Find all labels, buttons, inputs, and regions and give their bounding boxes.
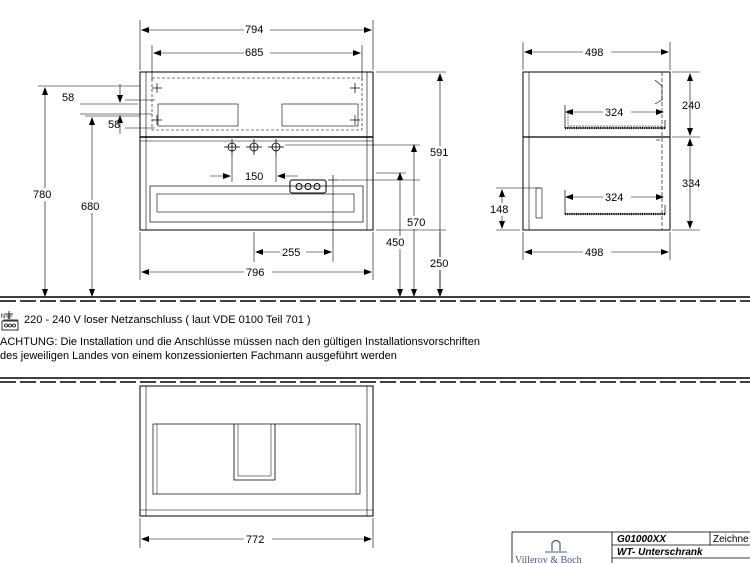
floor-line-upper: [0, 296, 750, 302]
dim-796: 796: [246, 267, 264, 279]
product-description: WT- Unterschrank: [617, 547, 703, 558]
dim-680: 680: [81, 201, 99, 213]
front-dimension-labels: 794 685 58 58 780 680 150 591 570 450 25…: [30, 23, 456, 279]
plan-cabinet-outline: [139, 385, 374, 517]
dim-324-lower: 324: [605, 192, 623, 204]
side-cabinet-outline: [522, 71, 671, 231]
dim-498-bottom: 498: [585, 247, 603, 259]
dim-591: 591: [430, 147, 448, 159]
dim-498-top: 498: [585, 47, 603, 59]
dim-255: 255: [282, 247, 300, 259]
front-dimensions: [38, 20, 446, 297]
water-connections: [224, 139, 284, 155]
dim-570: 570: [407, 217, 425, 229]
dim-780: 780: [33, 189, 51, 201]
side-dimensions: [496, 42, 700, 260]
dim-58-a: 58: [62, 92, 74, 104]
floor-line-lower: [0, 377, 750, 383]
brand-name: Villeroy & Boch: [515, 555, 582, 563]
dim-772: 772: [246, 534, 264, 546]
side-view: [522, 71, 671, 231]
dim-685-text: 685: [245, 47, 263, 59]
dim-450: 450: [386, 237, 404, 249]
side-dimension-labels: 498 324 324 240 334 148 498: [488, 45, 700, 259]
power-note: 220 - 240 V loser Netzanschluss ( laut V…: [24, 314, 311, 326]
dim-240: 240: [682, 100, 700, 112]
article-number: G01000XX: [617, 534, 667, 545]
front-view: [139, 71, 374, 231]
dim-334: 334: [682, 178, 700, 190]
dim-150: 150: [245, 171, 263, 183]
zeichnung-label: Zeichne: [713, 534, 749, 545]
outlet-box: [289, 179, 327, 194]
title-block: [511, 531, 750, 563]
dim-794: 794: [245, 24, 263, 36]
warning-note-line1: ACHTUNG: Die Installation und die Anschl…: [0, 336, 480, 348]
dim-324-upper: 324: [605, 107, 623, 119]
electrical-outlet-icon: [1, 311, 19, 331]
plan-view: [139, 385, 374, 517]
dim-250: 250: [430, 258, 448, 270]
front-cabinet-outline: [139, 71, 374, 231]
mount-marks: [152, 83, 360, 185]
dim-58-b: 58: [108, 119, 120, 131]
warning-note-line2: des jeweiligen Landes von einem konzessi…: [0, 350, 397, 362]
brand-logo-mark: [551, 539, 561, 551]
dim-148: 148: [490, 204, 508, 216]
outlet-n-mark: N: [1, 314, 5, 320]
